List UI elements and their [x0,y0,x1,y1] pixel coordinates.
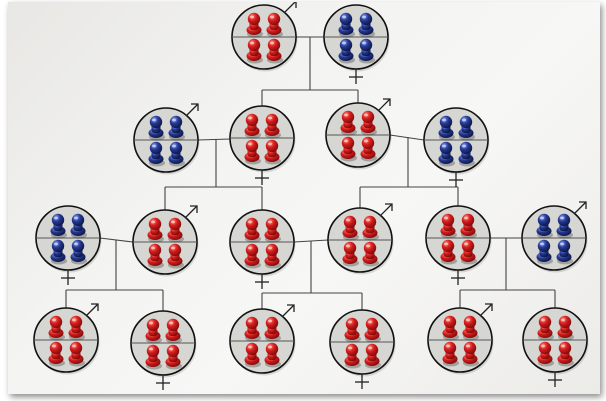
individual-male [230,305,296,376]
individual-female [523,308,589,387]
individual-male [522,202,588,273]
individual-male [133,206,199,277]
male-symbol-icon [378,99,390,111]
connector-line [198,139,230,140]
pedigree-diagram [8,2,600,394]
male-symbol-icon [284,2,296,13]
individual-female [230,106,296,185]
individual-male [134,104,200,175]
connector-line [390,135,424,140]
individual-female [426,206,492,285]
individual-female [330,310,396,389]
male-symbol-icon [380,204,392,216]
individual-female [131,311,197,390]
male-symbol-icon [86,304,98,316]
individual-male [34,304,100,375]
individual-female [324,5,390,84]
male-symbol-icon [574,202,586,214]
pedigree-lines [66,37,555,311]
individual-female [230,210,296,289]
pedigree-photo [8,2,600,394]
individual-male [328,204,394,275]
male-symbol-icon [480,304,492,316]
individual-male [232,2,298,72]
individual-male [428,304,494,375]
individual-female [36,206,102,285]
male-symbol-icon [282,305,294,317]
individual-female [424,108,490,187]
male-symbol-icon [186,104,198,116]
male-symbol-icon [185,206,197,218]
individual-male [326,99,392,170]
